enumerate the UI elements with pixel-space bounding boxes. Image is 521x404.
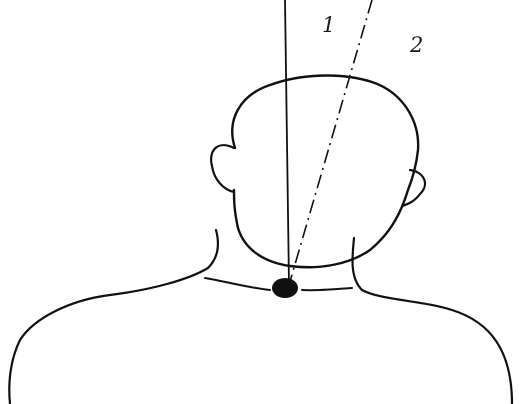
left-ear bbox=[211, 145, 234, 192]
label-line-2: 2 bbox=[409, 33, 423, 57]
neck-point bbox=[272, 278, 298, 298]
label-line-1: 1 bbox=[322, 13, 335, 37]
shoulders-outline bbox=[9, 230, 218, 404]
line-2 bbox=[289, 0, 372, 285]
shoulders-outline-right bbox=[352, 238, 512, 404]
line-1 bbox=[285, 0, 289, 285]
head-outline bbox=[232, 76, 418, 268]
